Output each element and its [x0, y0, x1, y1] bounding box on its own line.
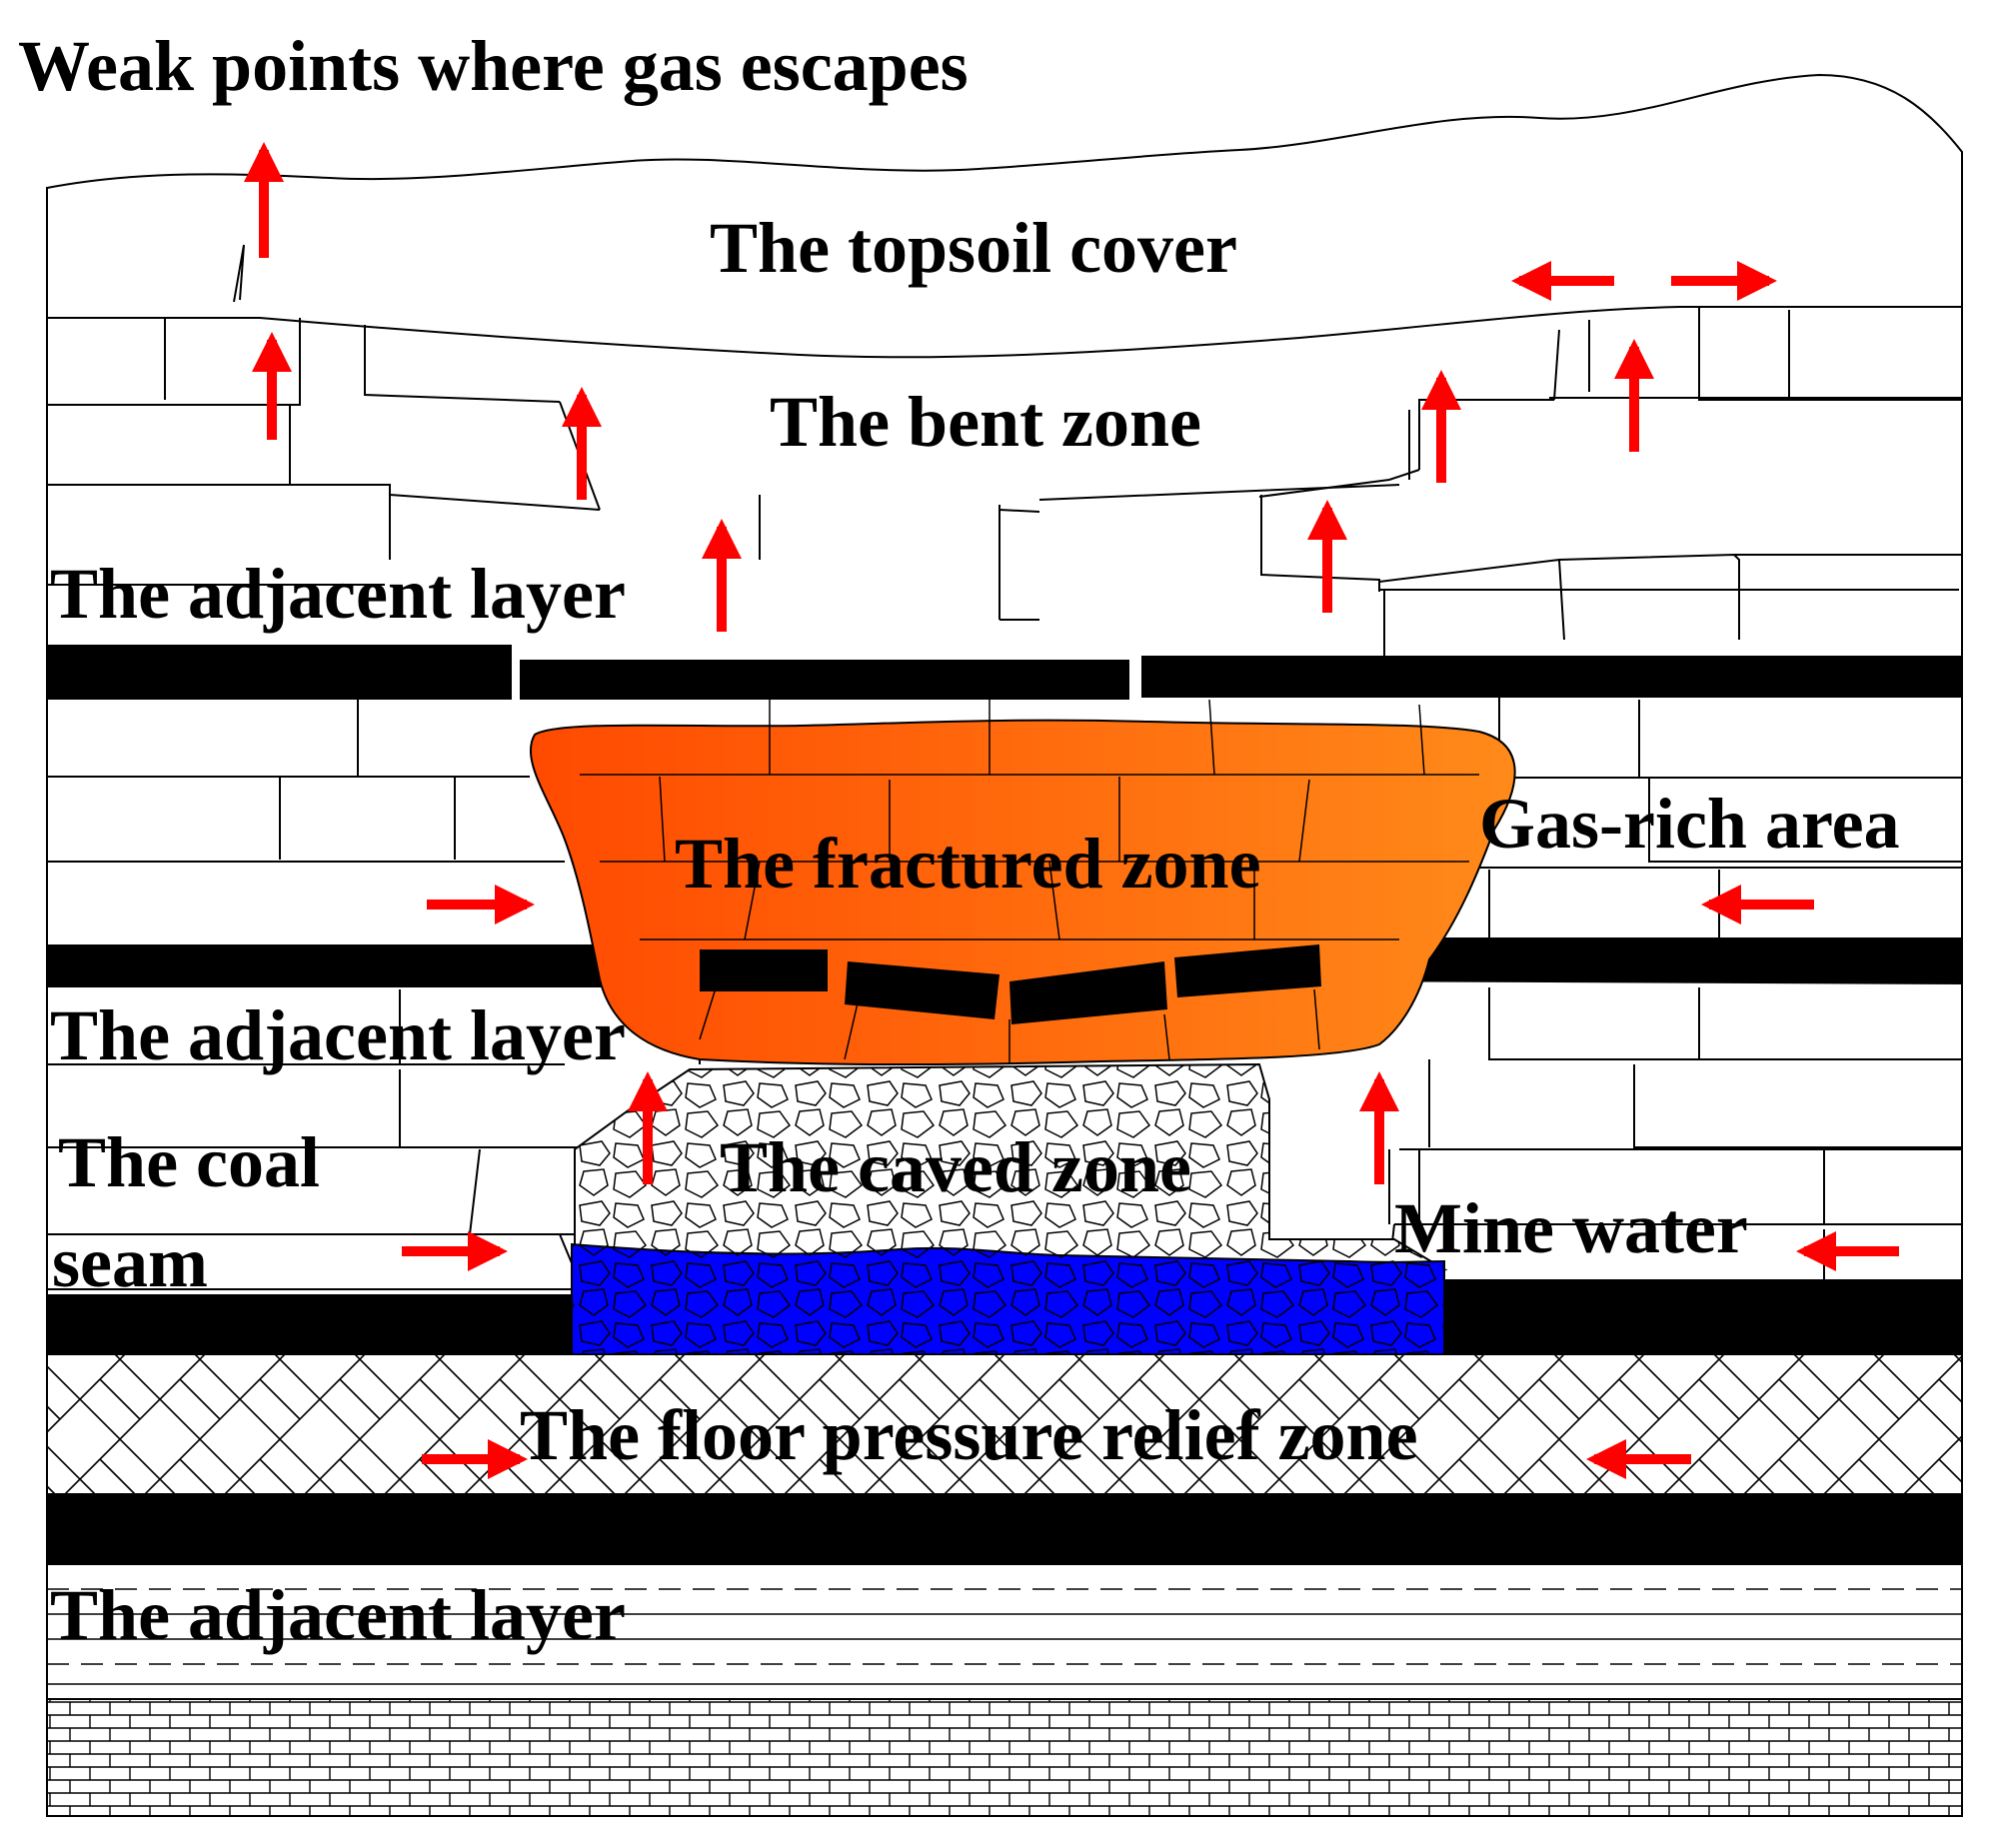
coal-seam-label-line1: The coal: [58, 1122, 320, 1202]
floor-relief-zone: [46, 1353, 1963, 1495]
fractured-zone-label: The fractured zone: [675, 824, 1261, 904]
labels: Weak points where gas escapes The topsoi…: [18, 26, 1900, 1655]
floor-zone-label: The floor pressure relief zone: [520, 1395, 1418, 1475]
bent-zone-blocks: [47, 307, 1962, 660]
mine-water: [571, 1242, 1445, 1355]
caved-zone: [574, 1062, 1448, 1271]
caved-zone-label: The caved zone: [720, 1127, 1191, 1207]
fractured-zone: [529, 699, 1516, 1066]
coal-seam-label-line2: seam: [52, 1222, 208, 1302]
gas-rich-label: Gas-rich area: [1479, 784, 1900, 864]
gas-flow-arrows: [244, 142, 1899, 1479]
mine-water-label: Mine water: [1394, 1188, 1748, 1268]
strata-frame: [46, 73, 1963, 1817]
topsoil-label: The topsoil cover: [710, 208, 1237, 288]
topsoil-layer: [47, 244, 1962, 359]
adjacent-layer-mid-label: The adjacent layer: [50, 995, 626, 1075]
bent-zone-label: The bent zone: [770, 382, 1201, 462]
bottom-strata: [46, 1563, 1963, 1817]
title-label: Weak points where gas escapes: [18, 26, 969, 106]
adjacent-layer-bottom-label: The adjacent layer: [50, 1575, 626, 1655]
adjacent-layer-top-label: The adjacent layer: [50, 554, 626, 634]
